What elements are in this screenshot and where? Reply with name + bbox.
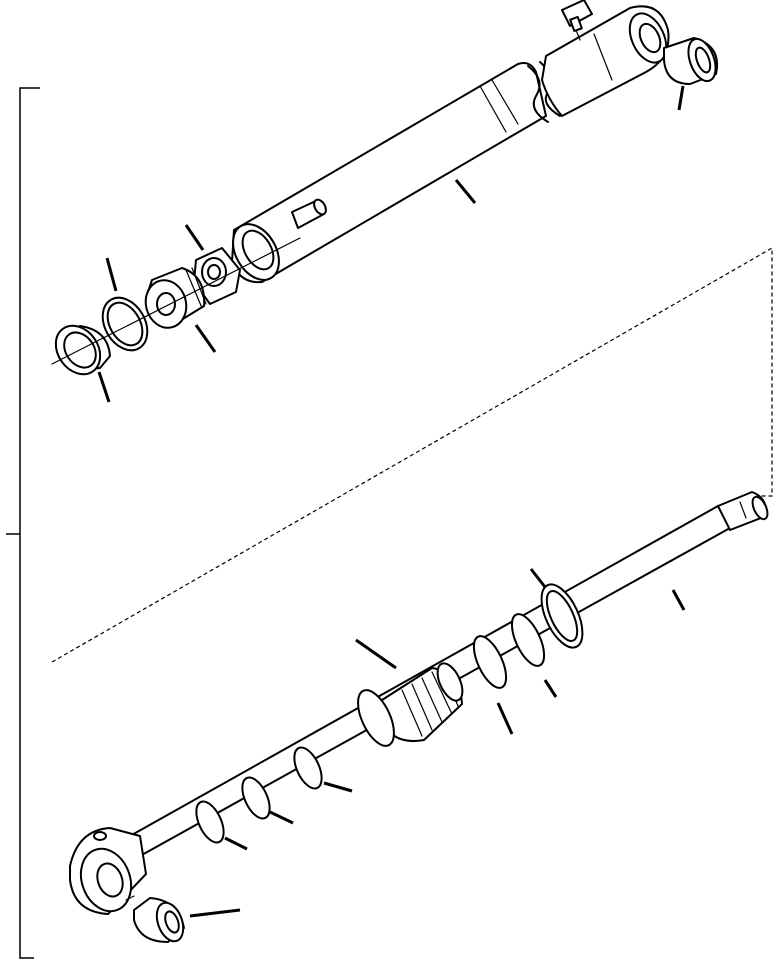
- gland-seals: [195, 568, 584, 851]
- barrel-leader: [454, 179, 477, 204]
- rod-gland: [355, 638, 464, 747]
- lower-centerline: [125, 895, 135, 901]
- rod-end-bushing-upper: [663, 37, 718, 111]
- grease-fitting: [561, 0, 593, 41]
- assembly-bracket: [6, 87, 40, 959]
- upper-centerline: [51, 237, 301, 365]
- rod-eye-bushing: [133, 897, 241, 943]
- seal-ring: [101, 257, 149, 352]
- cylinder-barrel: [231, 5, 670, 284]
- rod-eye: [69, 827, 147, 915]
- wear-ring: [54, 324, 111, 403]
- alignment-dashed-line: [51, 246, 773, 663]
